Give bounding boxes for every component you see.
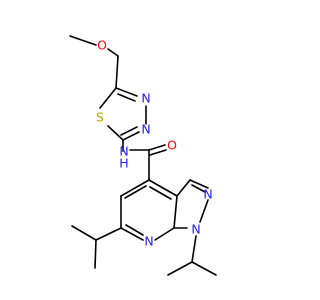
atom-nitrogen-thiadiazole-3: N (141, 122, 150, 137)
atom-nitrogen-pyrazole-2: N (203, 187, 212, 202)
bond-c5-n4-double-a (115, 87, 138, 97)
bond-ch-me3 (94, 239, 97, 269)
bond-ch-me1 (167, 261, 193, 276)
atom-nitrogen-pyrazole-1: N (191, 222, 200, 237)
atom-oxygen-carbonyl: O (167, 138, 177, 153)
bond-c6-n7 (120, 227, 144, 241)
atom-sulfur: S (96, 110, 104, 125)
bond-c3a-c3 (176, 179, 191, 197)
bond-ch-me4 (71, 225, 97, 241)
bond-c6-ch (95, 227, 122, 241)
atom-nitrogen-thiadiazole-4: N (141, 91, 150, 106)
bond-ch-me2 (191, 261, 217, 276)
bond-c5-n4-double-b (117, 93, 136, 102)
bond-c2-s (107, 125, 124, 141)
bond-c3a-c4 (148, 179, 178, 197)
atom-nitrogen-pyridine: N (144, 234, 153, 249)
bond-c7a-c3a (173, 195, 178, 229)
bond-o-ch2 (107, 48, 119, 57)
bond-c6-n7-inner (125, 224, 144, 236)
bond-carbonyl-o-b (149, 149, 167, 156)
bond-carbonyl-o-a (148, 144, 166, 151)
bond-n2-n1 (199, 199, 209, 223)
bond-c3a-c4-inner (149, 186, 172, 200)
bond-ch2-c5 (115, 55, 119, 89)
atom-nitrogen-amide: N (119, 144, 128, 159)
atom-layer: O S N N N H O N N N (96, 38, 213, 249)
bond-n1-ch (191, 235, 197, 263)
bond-n3-c2-double-b (120, 126, 138, 136)
bond-s-c5 (99, 87, 117, 109)
bond-c3-n2-b (191, 184, 206, 193)
bond-c4-c5r (120, 179, 150, 197)
bond-n3-c2-double-a (122, 131, 140, 141)
bond-n7-c7a (154, 227, 175, 241)
bond-c3-n2-a (189, 179, 209, 189)
atom-oxygen-methoxy: O (97, 38, 107, 53)
atom-hydrogen-amide: H (119, 156, 128, 171)
bond-methyl-o (69, 35, 97, 46)
bond-c4-c5r-inner (124, 185, 147, 199)
bond-layer (69, 35, 217, 276)
molecule-structure: O S N N N H O N N N (69, 35, 217, 276)
